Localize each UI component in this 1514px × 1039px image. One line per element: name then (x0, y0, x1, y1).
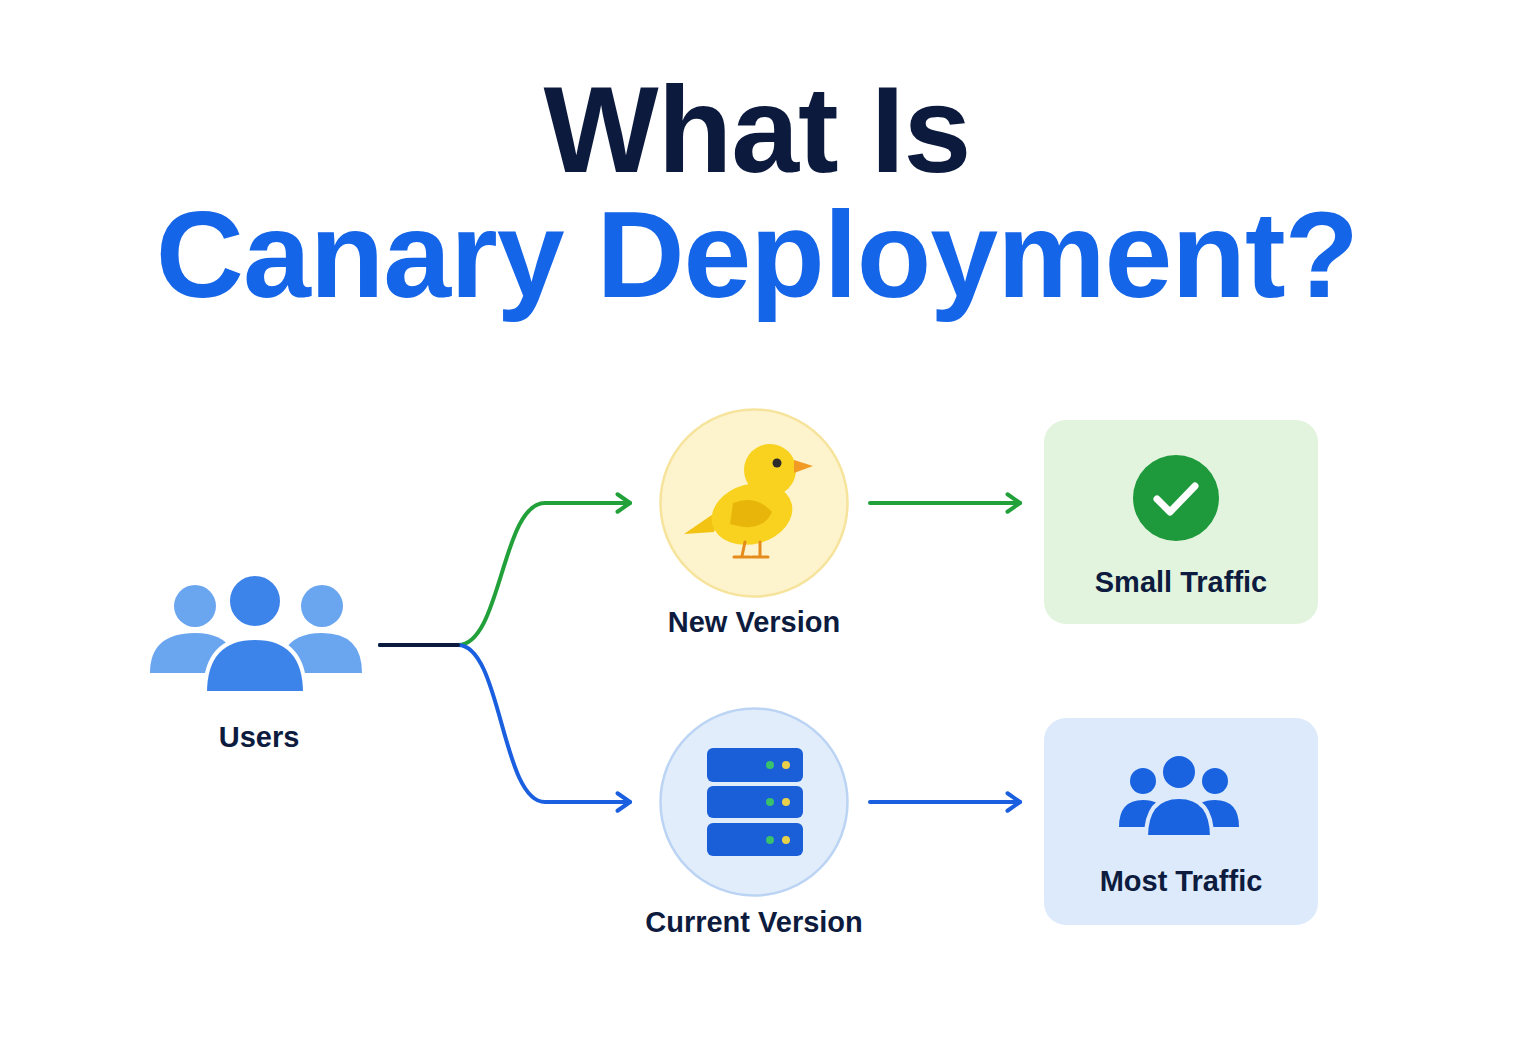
title-spacer (1082, 68, 1514, 193)
circle-shape (661, 410, 848, 597)
users-icon (1119, 754, 1239, 837)
canary-bird (684, 444, 813, 557)
diagram-title: What Is Canary Deployment? (0, 68, 1514, 318)
split-stem (380, 643, 458, 647)
node-label: Current Version (589, 904, 919, 940)
node-label: New Version (589, 604, 919, 640)
check-icon (1133, 455, 1219, 541)
title-wrap: What Is Canary Deployment? (0, 68, 1514, 318)
flow-arrow (870, 501, 1020, 505)
circle-shape (661, 709, 848, 896)
flow-arrow (380, 645, 630, 802)
flow-arrow (380, 503, 630, 645)
server-icon (707, 748, 803, 856)
title-spacer (0, 68, 432, 193)
flow-arrow (870, 800, 1020, 804)
node-label: Most Traffic (974, 863, 1388, 899)
users-icon (150, 574, 362, 693)
node-label: Users (70, 719, 448, 755)
node-label: Small Traffic (974, 564, 1388, 600)
